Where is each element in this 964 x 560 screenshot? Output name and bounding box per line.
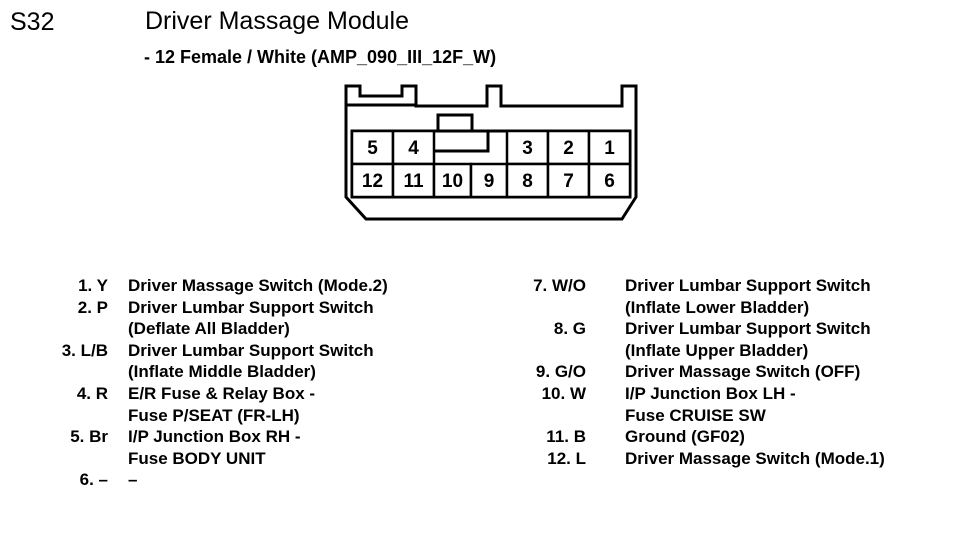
pin-description: Fuse CRUISE SW (625, 405, 766, 425)
pin-label: 3. L/B (61, 340, 108, 360)
pin-description: E/R Fuse & Relay Box - (128, 383, 316, 403)
pin-number-11: 11 (403, 171, 424, 192)
connector-code: S32 (10, 8, 55, 36)
pin-label: 8. G (553, 319, 586, 339)
page-title: Driver Massage Module (145, 7, 409, 35)
pin-number-8: 8 (522, 171, 533, 192)
pin-row: (Deflate All Bladder) (0, 319, 500, 341)
pin-number-7: 7 (563, 171, 574, 192)
pin-row: (Inflate Upper Bladder) (500, 341, 964, 363)
pin-number-12: 12 (362, 171, 383, 192)
pin-description: Driver Lumbar Support Switch (128, 297, 374, 317)
pin-row: (Inflate Middle Bladder) (0, 362, 500, 384)
pin-number-2: 2 (563, 138, 574, 159)
pin-label: 5. Br (70, 427, 108, 447)
pin-description: I/P Junction Box LH - (625, 383, 796, 403)
header: S32 Driver Massage Module - 12 Female / … (0, 0, 964, 80)
pin-row: 8. G Driver Lumbar Support Switch (500, 319, 964, 341)
pin-list-left-column: 1. Y Driver Massage Switch (Mode.2) 2. P Dr… (0, 276, 500, 492)
pin-label: 4. R (76, 383, 108, 403)
pin-description: Driver Lumbar Support Switch (625, 276, 871, 295)
pin-description: Fuse BODY UNIT (128, 448, 266, 468)
pin-row: 6. –– (0, 470, 500, 492)
pin-label: 7. W/O (533, 276, 586, 295)
pin-cell-6 (587, 162, 632, 199)
pin-label: 1. Y (78, 276, 108, 295)
pin-row: Fuse P/SEAT (FR-LH) (0, 406, 500, 428)
connector-spec-label: - 12 Female / White (AMP_090_III_12F_W) (144, 47, 497, 67)
pin-description: (Deflate All Bladder) (128, 319, 290, 339)
pin-row: 9. G/O Driver Massage Switch (OFF) (500, 362, 964, 384)
pin-label: 10. W (541, 383, 586, 403)
pin-description: – (128, 470, 138, 490)
pin-row: 10. W I/P Junction Box LH - (500, 384, 964, 406)
pin-row: 2. P Driver Lumbar Support Switch (0, 298, 500, 320)
pin-description: Driver Massage Switch (OFF) (625, 362, 861, 382)
pin-description: Driver Massage Switch (Mode.1) (625, 448, 885, 468)
pin-label: 2. P (77, 297, 108, 317)
pin-description: Fuse P/SEAT (FR-LH) (128, 405, 300, 425)
pin-row: 11. B Ground (GF02) (500, 427, 964, 449)
pin-number-10: 10 (442, 171, 463, 192)
pin-description: Driver Lumbar Support Switch (625, 319, 871, 339)
pin-label: 6. – (79, 470, 108, 490)
pin-row: Fuse BODY UNIT (0, 449, 500, 471)
pin-description: (Inflate Lower Bladder) (625, 297, 810, 317)
pin-cell-1 (587, 129, 632, 166)
pin-number-5: 5 (367, 138, 378, 159)
pin-label: 9. G/O (535, 362, 586, 382)
pin-row: 4. R E/R Fuse & Relay Box - (0, 384, 500, 406)
pin-row: 7. W/O Driver Lumbar Support Switch (500, 276, 964, 298)
connector-diagram: 5 4 3 2 1 12 11 10 9 8 7 6 (330, 80, 656, 252)
pin-assignment-list: 1. Y Driver Massage Switch (Mode.2) 2. P Dr… (0, 276, 964, 560)
pin-row: 3. L/B Driver Lumbar Support Switch (0, 341, 500, 363)
pin-number-4: 4 (408, 138, 419, 159)
pin-number-6: 6 (604, 171, 615, 192)
pin-row-bottom: 12 11 10 9 8 7 6 (350, 162, 632, 199)
pin-cell-12 (350, 162, 395, 199)
pin-row-top: 5 4 3 2 1 (350, 129, 632, 166)
pin-row: 1. Y Driver Massage Switch (Mode.2) (0, 276, 500, 298)
pin-description: Driver Massage Switch (Mode.2) (128, 276, 388, 295)
pin-label: 11. B (546, 427, 586, 447)
pin-number-3: 3 (522, 138, 533, 159)
pin-description: Ground (GF02) (625, 427, 745, 447)
pin-description: I/P Junction Box RH - (128, 427, 301, 447)
pin-row: 12. L Driver Massage Switch (Mode.1) (500, 449, 964, 471)
pin-label: 12. L (547, 448, 586, 468)
pin-description: (Inflate Upper Bladder) (625, 340, 809, 360)
pin-description: Driver Lumbar Support Switch (128, 340, 374, 360)
pin-description: (Inflate Middle Bladder) (128, 362, 316, 382)
pin-number-1: 1 (604, 138, 615, 159)
pin-row: 5. Br I/P Junction Box RH - (0, 427, 500, 449)
center-keying-tab (436, 113, 474, 131)
pin-row: Fuse CRUISE SW (500, 406, 964, 428)
pin-row: (Inflate Lower Bladder) (500, 298, 964, 320)
pin-number-9: 9 (484, 171, 495, 192)
